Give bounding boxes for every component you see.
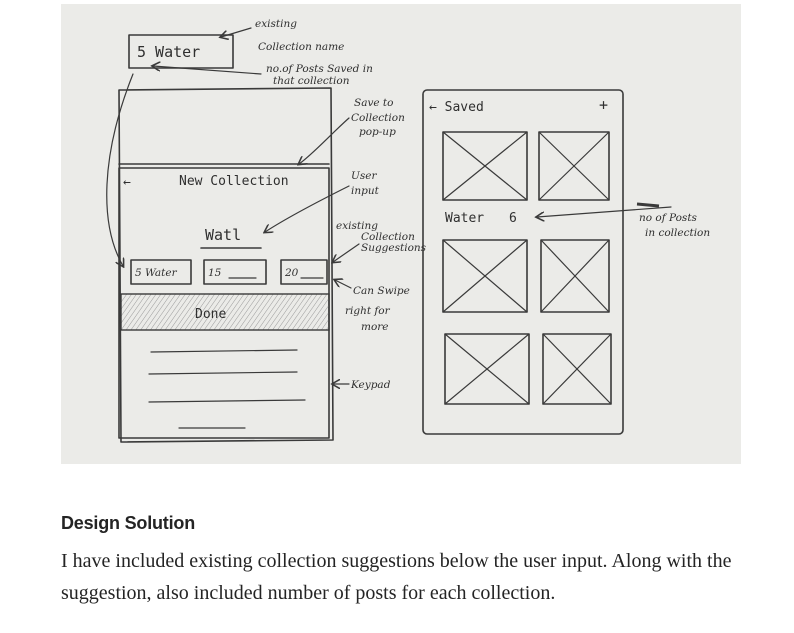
collection-label: Water (445, 211, 484, 226)
annotation-line: existing (336, 220, 378, 232)
thumbnail-placeholder (538, 131, 610, 201)
annotation-line: Suggestions (361, 242, 427, 254)
annotation-line: more (361, 321, 389, 333)
thumbnail-placeholder (542, 333, 612, 405)
annotation-user-input: User input (265, 170, 380, 232)
thumbnail-placeholder (442, 239, 528, 313)
thumbnail-placeholder (442, 131, 528, 201)
collection-count: 6 (509, 211, 517, 226)
annotation-line: in collection (645, 227, 710, 239)
existing-collection-label: 5 Water (137, 43, 200, 61)
suggestion-chip-2: 15 (208, 267, 222, 279)
annotation-posts-saved: no.of Posts Saved in that collection (153, 63, 373, 87)
right-phone-wireframe: ← Saved + Water 6 (422, 89, 624, 435)
suggestion-chip-1: 5 Water (135, 267, 178, 279)
annotation-line: no of Posts (639, 212, 698, 224)
annotation-swipe: Can Swipe right for more (335, 280, 410, 333)
saved-plus: + (599, 96, 608, 114)
annotation-line: input (351, 185, 380, 197)
annotation-line: Keypad (350, 379, 391, 391)
popup-title: New Collection (179, 174, 289, 189)
wireframe-sketch-image: 5 Water existing Collection name no.of P… (61, 4, 741, 464)
saved-title: ← Saved (429, 100, 484, 115)
annotation-line: existing (255, 18, 297, 30)
annotation-line: Collection (361, 231, 415, 243)
popup-input-text: Watl (205, 226, 241, 244)
annotation-keypad: Keypad (333, 379, 391, 391)
body-paragraph: I have included existing collection sugg… (61, 550, 732, 604)
annotation-suggestions: existing Collection Suggestions (333, 220, 427, 262)
suggestion-chip-3: 20 (284, 267, 299, 279)
annotation-posts-in-collection: no of Posts in collection (537, 202, 710, 239)
annotation-existing-collection-name: existing Collection name (221, 18, 344, 53)
annotation-popup: Save to Collection pop-up (299, 97, 405, 164)
annotation-line: Collection name (258, 41, 344, 53)
thumbnail-placeholder (444, 333, 530, 405)
annotation-line: Save to (354, 97, 393, 109)
done-label: Done (195, 307, 226, 322)
existing-collection-box: 5 Water (128, 34, 234, 69)
annotation-line: no.of Posts Saved in (266, 63, 373, 75)
left-phone-wireframe: ← New Collection Watl 5 Water 15 20 Done (118, 87, 334, 443)
annotation-line: pop-up (359, 126, 396, 138)
popup-back-arrow: ← (123, 175, 131, 190)
annotation-line: right for (345, 305, 391, 317)
section-heading: Design Solution (61, 513, 195, 533)
thumbnail-placeholder (540, 239, 610, 313)
annotation-line: Can Swipe (353, 285, 410, 297)
annotation-line: Collection (351, 112, 405, 124)
connector-arrow (106, 73, 134, 266)
annotation-line: User (351, 170, 377, 182)
annotation-line: that collection (273, 75, 350, 87)
